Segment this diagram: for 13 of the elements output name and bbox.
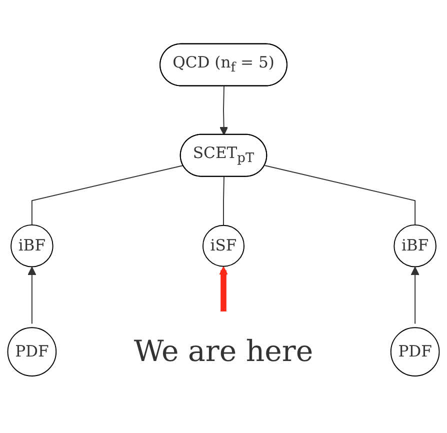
arrow (28, 267, 36, 325)
connector (264, 165, 416, 226)
connector (223, 176, 224, 226)
node-circle: iBF (10, 224, 54, 268)
node-text: We are here (134, 335, 314, 370)
node-circle: PDF (7, 328, 57, 377)
connector (31, 165, 184, 226)
arrow (219, 266, 228, 312)
node-circle: iSF (202, 225, 244, 268)
arrow (410, 267, 420, 325)
node-circle: iBF (394, 224, 436, 268)
node-circle: PDF (390, 328, 440, 377)
arrow (220, 86, 228, 136)
